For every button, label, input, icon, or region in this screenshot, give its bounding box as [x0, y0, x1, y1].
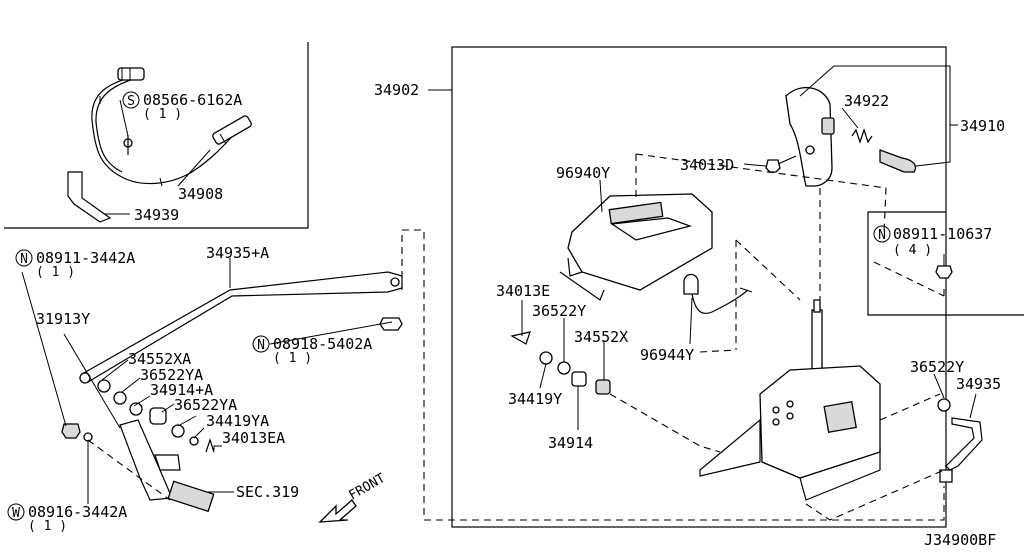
cable-assembly-inset [67, 67, 252, 223]
shifter-assembly [699, 299, 881, 501]
part-label-34914: 34914 [548, 434, 593, 452]
bulb-96944Y [683, 273, 753, 314]
part-label-08911-3442A: 08911-3442A [36, 249, 135, 267]
part-label-08566-6162A: 08566-6162A [143, 91, 242, 109]
part-label-08916-3442A: 08916-3442A [28, 503, 127, 521]
part-label-34013EA: 34013EA [222, 429, 285, 447]
svg-text:N: N [257, 338, 265, 353]
part-label-34552XA: 34552XA [128, 350, 191, 368]
part-label-34914-A: 34914+A [150, 381, 213, 399]
knob-34910 [785, 86, 835, 187]
part-label-34935-A: 34935+A [206, 244, 269, 262]
screw-34013D [765, 155, 797, 173]
inset-frame [4, 42, 309, 229]
part-label-34419Y: 34419Y [508, 390, 562, 408]
front-arrow-icon [318, 499, 357, 523]
shift-lever-31913Y [119, 419, 215, 513]
bushing-parts-main [510, 265, 953, 412]
part-label-34013E: 34013E [496, 282, 550, 300]
part-label-31913Y: 31913Y [36, 310, 90, 328]
svg-text:N: N [20, 252, 28, 267]
drawing-id: J34900BF [924, 531, 996, 549]
svg-text:S: S [127, 94, 135, 109]
part-label-34013D: 34013D [680, 156, 734, 174]
part-label-08911-10637: 08911-10637 [893, 225, 992, 243]
rod-34935 [939, 417, 983, 483]
part-label-08918-5402A: 08918-5402A [273, 335, 372, 353]
part-label-34939: 34939 [134, 206, 179, 224]
spring-34922 [851, 128, 873, 144]
svg-text:W: W [12, 506, 20, 521]
leader-lines [21, 65, 977, 504]
part-label-34902: 34902 [374, 81, 419, 99]
main-frame [451, 46, 947, 528]
part-qty-08911-10637: ( 4 ) [893, 243, 932, 258]
part-qty-08911-3442A: ( 1 ) [36, 265, 75, 280]
guide-lines [87, 153, 945, 521]
part-label-36522YA: 36522YA [174, 396, 237, 414]
symbol-w-icon: W [7, 503, 25, 521]
section-ref-sec319: SEC.319 [236, 483, 299, 501]
part-label-34552X: 34552X [574, 328, 628, 346]
part-label-36522YA: 36522YA [140, 366, 203, 384]
part-label-34419YA: 34419YA [206, 412, 269, 430]
part-label-34908: 34908 [178, 185, 223, 203]
symbol-n-icon: N [15, 249, 33, 267]
button-34910 [879, 149, 917, 173]
indicator-96940Y [559, 193, 713, 301]
part-qty-08566-6162A: ( 1 ) [143, 107, 182, 122]
symbol-n-icon: N [873, 225, 891, 243]
symbol-s-icon: S [122, 91, 140, 109]
part-label-34922: 34922 [844, 92, 889, 110]
part-label-96944Y: 96944Y [640, 346, 694, 364]
part-label-34935: 34935 [956, 375, 1001, 393]
nut-inset-frame [867, 211, 1024, 316]
symbol-n-icon: N [252, 335, 270, 353]
front-label: FRONT [347, 471, 389, 504]
part-label-34910: 34910 [960, 117, 1005, 135]
part-label-96940Y: 96940Y [556, 164, 610, 182]
svg-text:N: N [878, 228, 886, 243]
part-label-36522Y: 36522Y [910, 358, 964, 376]
part-label-36522Y: 36522Y [532, 302, 586, 320]
part-qty-08918-5402A: ( 1 ) [273, 351, 312, 366]
part-qty-08916-3442A: ( 1 ) [28, 519, 67, 534]
